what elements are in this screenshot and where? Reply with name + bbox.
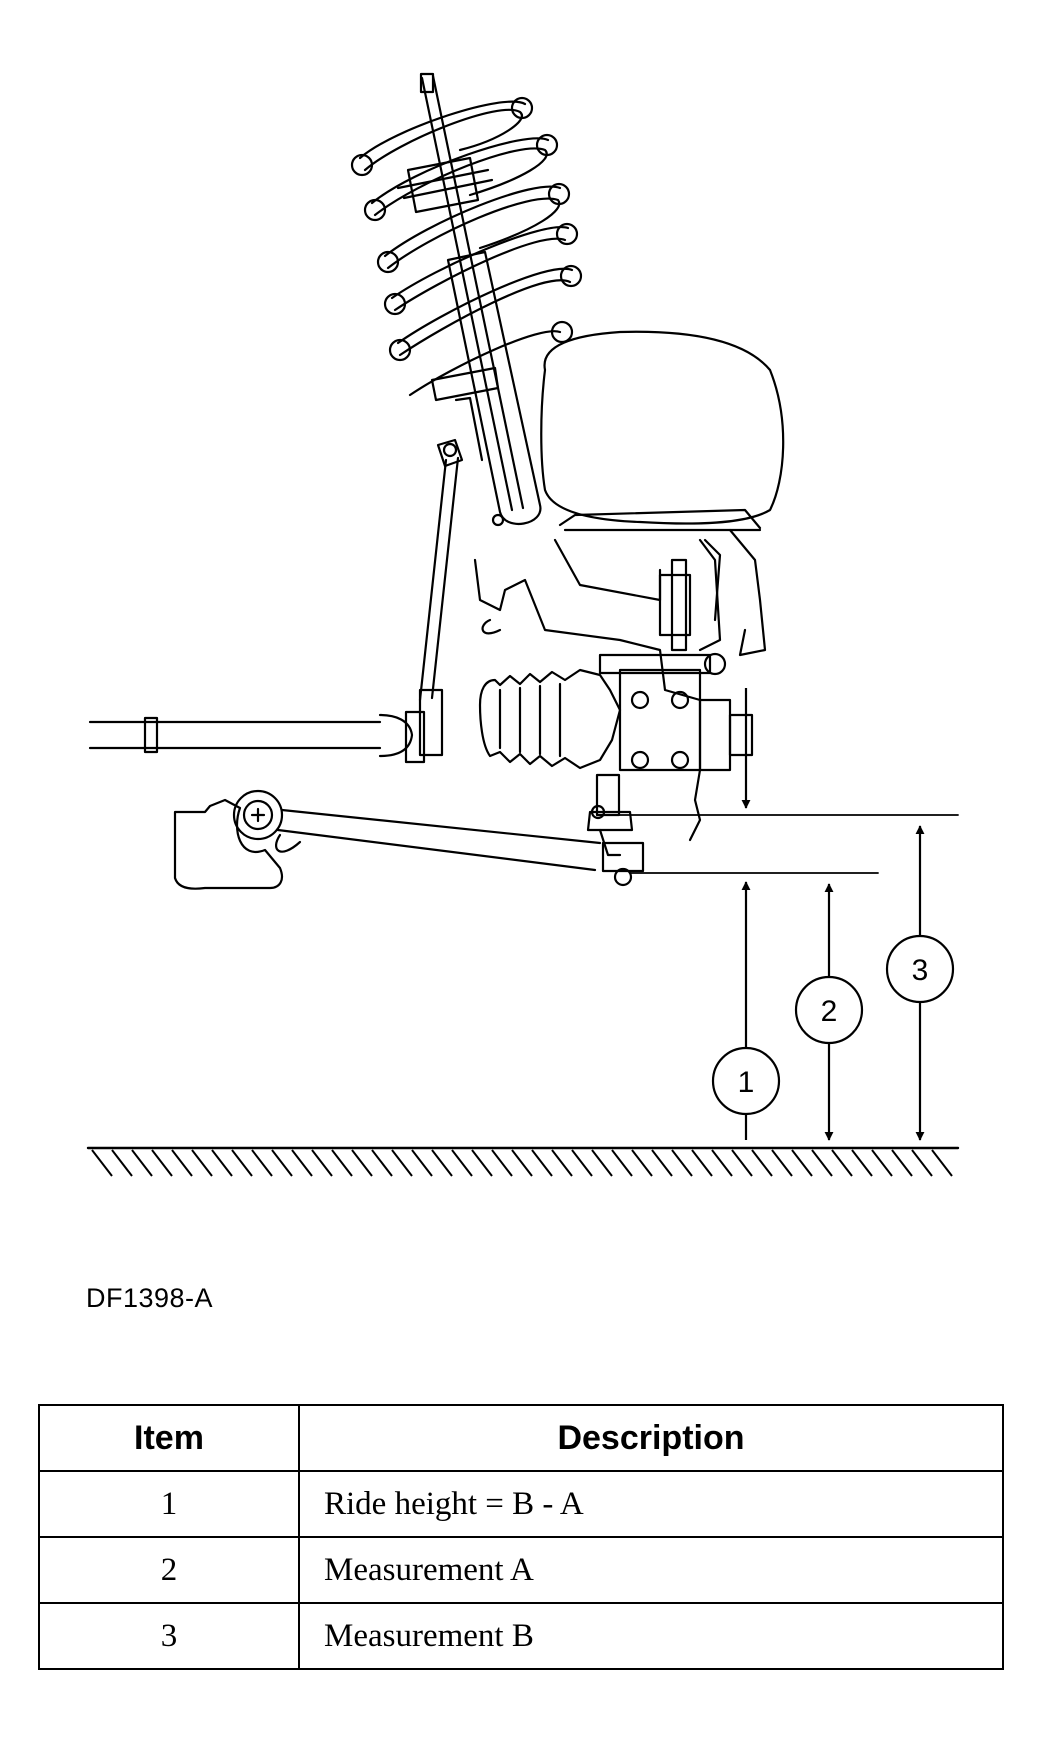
upper-spring-seat bbox=[396, 156, 494, 214]
lower-control-arm bbox=[173, 789, 645, 890]
description-column-header: Description bbox=[298, 1404, 1004, 1472]
item-column-header: Item bbox=[38, 1404, 300, 1472]
legend-table: Item Description 1 Ride height = B - A 2… bbox=[38, 1404, 1004, 1670]
legend-item: 3 bbox=[38, 1602, 300, 1670]
legend-item: 2 bbox=[38, 1536, 300, 1604]
legend-item: 1 bbox=[38, 1470, 300, 1538]
reference-lines[interactable] bbox=[599, 814, 959, 874]
callout-1[interactable]: 1 bbox=[711, 1046, 781, 1116]
legend-description: Measurement A bbox=[298, 1536, 1004, 1604]
stabilizer-link bbox=[418, 438, 464, 757]
legend-header-row: Item Description bbox=[38, 1404, 1004, 1472]
legend-description: Ride height = B - A bbox=[298, 1470, 1004, 1538]
cv-joint-boot bbox=[478, 668, 622, 770]
strut-piston-rod bbox=[419, 72, 525, 512]
callout-3-label: 3 bbox=[912, 954, 929, 987]
coil-spring bbox=[350, 96, 583, 397]
callout-3[interactable]: 3 bbox=[885, 934, 955, 1004]
stabilizer-bar bbox=[88, 710, 426, 764]
legend-row: 3 Measurement B bbox=[38, 1602, 1004, 1670]
legend-description: Measurement B bbox=[298, 1602, 1004, 1670]
suspension-diagram: 1 2 3 bbox=[86, 72, 960, 1177]
tire bbox=[540, 330, 785, 657]
callout-2[interactable]: 2 bbox=[794, 975, 864, 1045]
legend-row: 1 Ride height = B - A bbox=[38, 1470, 1004, 1538]
ground-hatching bbox=[91, 1149, 953, 1177]
callout-2-label: 2 bbox=[821, 995, 838, 1028]
figure-code: DF1398-A bbox=[86, 1283, 214, 1313]
strut-body bbox=[430, 250, 542, 527]
callout-1-label: 1 bbox=[738, 1066, 755, 1099]
wheel-hub bbox=[598, 652, 754, 842]
legend-row: 2 Measurement A bbox=[38, 1536, 1004, 1604]
